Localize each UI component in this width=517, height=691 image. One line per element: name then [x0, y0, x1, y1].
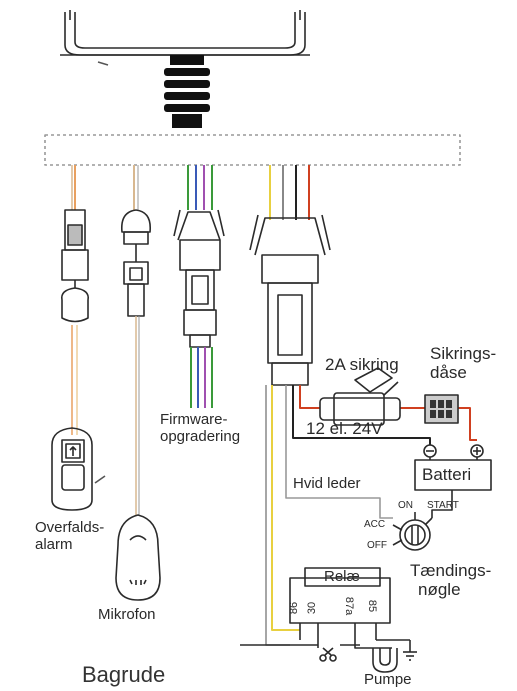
firmware-label-line2: opgradering	[160, 427, 241, 445]
microphone-connector	[120, 209, 152, 317]
relay-pin-87a: 87a	[343, 596, 356, 616]
alarm-label-line2: alarm	[35, 535, 73, 553]
pump-icon	[372, 648, 398, 673]
ignition-key-label-line1: Tændings-	[410, 561, 492, 580]
ignition-key-label-line2: nøgle	[418, 579, 461, 599]
relay-label: Relæ	[324, 568, 360, 585]
relay-pin-86: 86	[288, 601, 301, 615]
firmware-label-line1: Firmware-	[160, 411, 228, 428]
ignition-key-label: Tændings- nøgle	[410, 561, 492, 599]
voltage-label: 12 el. 24V	[306, 419, 383, 438]
scissors-icon	[319, 647, 337, 662]
battery-icon	[414, 444, 492, 491]
ignition-start-label: START	[427, 500, 459, 511]
firmware-label: Firmware- opgradering	[160, 411, 241, 445]
alarm-connector	[60, 209, 90, 323]
alarm-button-icon	[51, 427, 93, 511]
device-bracket	[60, 10, 310, 56]
power-connector	[249, 214, 331, 386]
microphone-label: Mikrofon	[98, 606, 156, 623]
relay-pin-30: 30	[306, 601, 319, 615]
alarm-label-line1: Overfalds-	[35, 519, 105, 536]
pump-label: Pumpe	[364, 671, 412, 688]
ignition-acc-label: ACC	[364, 519, 386, 530]
fuse-box-label-line1: Sikrings-	[430, 344, 497, 363]
device-coil	[164, 55, 210, 128]
fuse-box-label: Sikrings- dåse	[430, 344, 497, 382]
microphone-icon	[115, 514, 161, 601]
ignition-key-icon	[392, 512, 433, 551]
battery-label: Batteri	[422, 465, 472, 484]
relay-pin-85: 85	[366, 599, 379, 613]
fuse-label: 2A sikring	[325, 355, 399, 374]
inline-fuse	[319, 367, 401, 426]
ignition-on-label: ON	[398, 500, 413, 511]
ignition-off-label: OFF	[367, 540, 387, 551]
firmware-connector	[173, 209, 225, 348]
fuse-box-label-line2: dåse	[430, 362, 467, 382]
cable-bundle	[44, 134, 461, 166]
rear-window-label: Bagrude	[82, 662, 166, 687]
alarm-label: Overfalds- alarm	[35, 519, 105, 553]
relay-icon	[289, 567, 391, 624]
white-wire-label: Hvid leder	[293, 475, 361, 492]
fuse-box-icon	[424, 394, 459, 424]
